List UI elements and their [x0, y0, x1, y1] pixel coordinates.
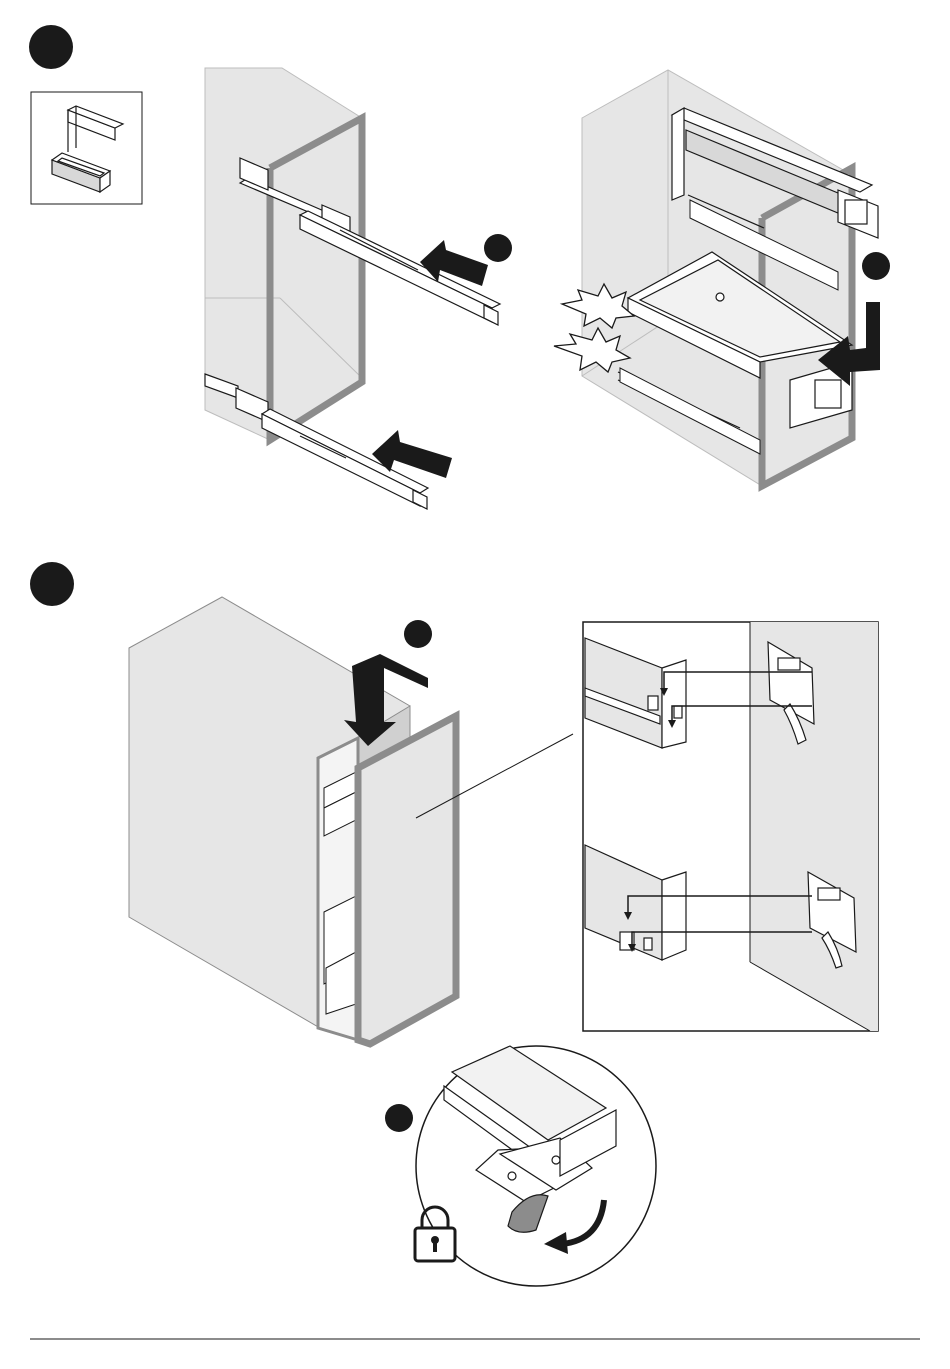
step-1a-badge	[484, 234, 512, 262]
step-1b-badge	[862, 252, 890, 280]
step-1-badge	[29, 25, 73, 69]
step-2-badge	[30, 562, 74, 606]
detail-callout-box	[583, 622, 878, 1031]
cabinet-baskets-illustration	[554, 70, 890, 486]
cabinet-front-panel-illustration	[129, 597, 573, 1044]
basket-unit-thumbnail	[31, 92, 142, 204]
cabinet-rails-illustration	[205, 68, 512, 509]
front-door-panel	[358, 716, 456, 1044]
step-2a-badge	[404, 620, 432, 648]
locking-detail	[385, 1046, 656, 1286]
step-2b-badge	[385, 1104, 413, 1132]
